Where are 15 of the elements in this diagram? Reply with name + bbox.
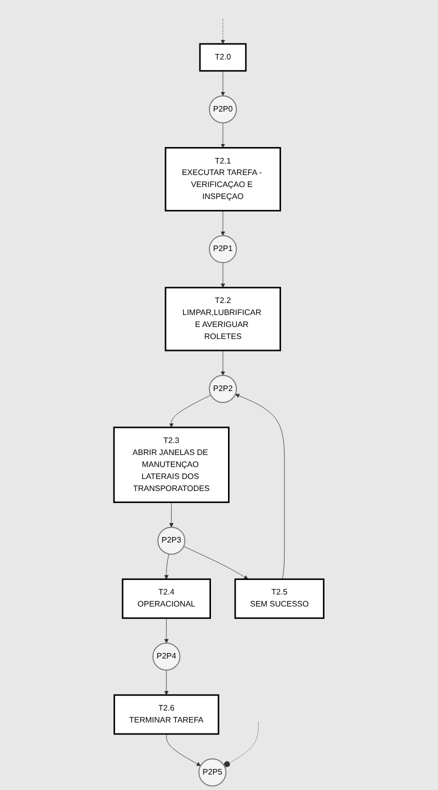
arrow bbox=[220, 18, 226, 44]
arrow bbox=[220, 70, 226, 96]
arrow bbox=[169, 394, 212, 428]
arrow bbox=[235, 394, 285, 580]
arrow bbox=[169, 502, 174, 528]
arrow bbox=[220, 350, 226, 376]
arrow bbox=[164, 618, 169, 644]
connector bbox=[224, 722, 259, 768]
arrow bbox=[164, 670, 169, 696]
arrow bbox=[220, 210, 226, 236]
arrow bbox=[166, 734, 201, 766]
arrow bbox=[184, 546, 248, 580]
arrow bbox=[164, 554, 170, 580]
arrow bbox=[220, 122, 226, 148]
arrow bbox=[220, 262, 226, 288]
